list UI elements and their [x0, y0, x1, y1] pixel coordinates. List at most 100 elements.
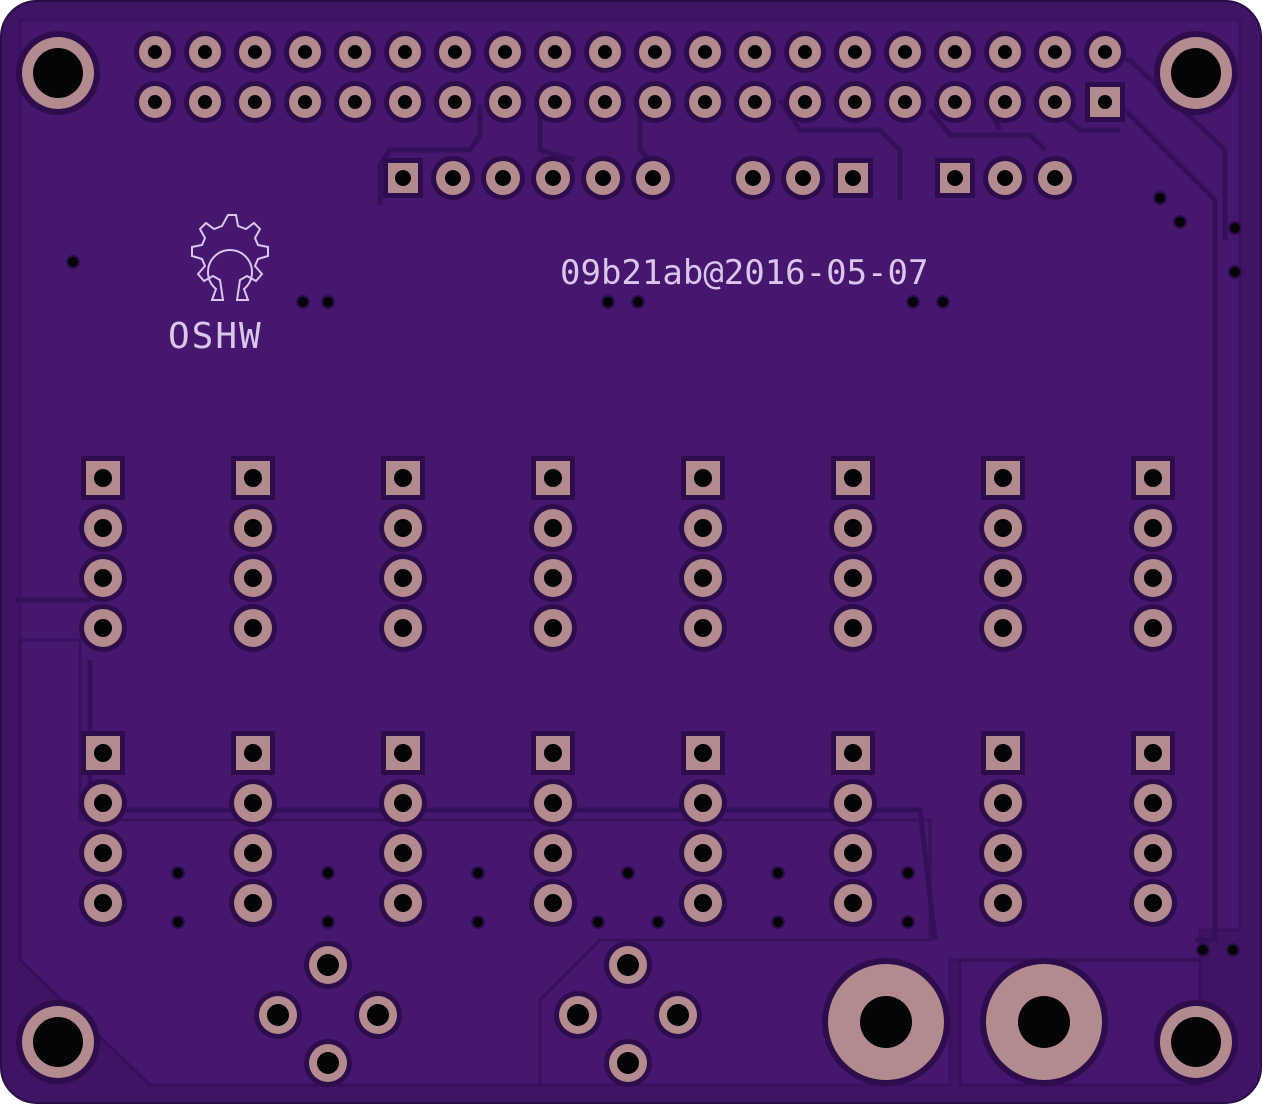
small-headers — [383, 156, 1077, 200]
via — [471, 866, 485, 880]
pad-drill — [544, 619, 562, 637]
round-pad — [1129, 504, 1177, 552]
round-pad — [1129, 829, 1177, 877]
via — [906, 295, 920, 309]
round-pad — [829, 829, 877, 877]
pad-drill — [544, 794, 562, 812]
pad-drill — [544, 844, 562, 862]
via — [66, 255, 80, 269]
round-pad — [784, 31, 826, 73]
round-pad — [304, 1039, 352, 1087]
round-pad — [679, 504, 727, 552]
pad-drill — [148, 95, 162, 109]
pad-drill — [544, 569, 562, 587]
round-pad — [734, 81, 776, 123]
round-pad — [679, 604, 727, 652]
via — [296, 295, 310, 309]
pad-drill — [394, 844, 412, 862]
pad-drill — [1144, 794, 1162, 812]
via-drill — [593, 917, 603, 927]
round-pad — [1129, 604, 1177, 652]
round-pad — [684, 31, 726, 73]
round-pad — [534, 31, 576, 73]
barrel-terminal — [822, 958, 950, 1086]
round-pad — [979, 604, 1027, 652]
pad-drill — [694, 569, 712, 587]
pad-drill — [394, 794, 412, 812]
round-pad — [1129, 779, 1177, 827]
pad-drill — [94, 894, 112, 912]
round-pad — [829, 779, 877, 827]
round-pad — [554, 991, 602, 1039]
pad-drill — [548, 95, 562, 109]
square-pad — [531, 456, 575, 500]
pad-drill — [244, 894, 262, 912]
pad-drill — [244, 794, 262, 812]
pad-drill — [395, 170, 411, 186]
round-pad — [734, 31, 776, 73]
pad-drill — [567, 1004, 589, 1026]
round-pad — [934, 81, 976, 123]
pad-drill — [495, 170, 511, 186]
round-pad — [1034, 31, 1076, 73]
pad-drill — [244, 569, 262, 587]
via-drill — [173, 917, 183, 927]
pad-drill — [844, 794, 862, 812]
pad-drill — [94, 569, 112, 587]
pad-drill — [994, 744, 1012, 762]
pad-drill — [394, 894, 412, 912]
square-pad — [681, 456, 725, 500]
pad-drill — [244, 844, 262, 862]
round-pad — [79, 779, 127, 827]
via-drill — [298, 297, 308, 307]
revision-label: 09b21ab@2016-05-07 — [560, 253, 928, 293]
round-pad — [234, 31, 276, 73]
pad-drill — [844, 894, 862, 912]
pad-drill — [398, 95, 412, 109]
round-pad — [484, 81, 526, 123]
hole-drill — [33, 1017, 83, 1067]
pad-drill — [244, 619, 262, 637]
round-pad — [434, 31, 476, 73]
terminal-drill — [1018, 996, 1070, 1048]
pad-drill — [617, 1052, 639, 1074]
round-pad — [134, 31, 176, 73]
round-pad — [334, 31, 376, 73]
pad-drill — [267, 1004, 289, 1026]
pad-drill — [698, 45, 712, 59]
pad-drill — [844, 469, 862, 487]
via-drill — [603, 297, 613, 307]
pad-drill — [848, 95, 862, 109]
oshw-logo-text: OSHW — [168, 316, 263, 357]
pad-drill — [595, 170, 611, 186]
pad-drill — [1048, 45, 1062, 59]
via-drill — [68, 257, 78, 267]
round-pad — [604, 941, 652, 989]
pad-drill — [248, 45, 262, 59]
round-pad — [229, 829, 277, 877]
round-pad — [631, 156, 675, 200]
square-pad — [1131, 456, 1175, 500]
via — [321, 915, 335, 929]
round-pad — [829, 604, 877, 652]
square-pad — [681, 731, 725, 775]
pad-drill — [648, 95, 662, 109]
pad-drill — [694, 794, 712, 812]
round-pad — [254, 991, 302, 1039]
round-pad — [531, 156, 575, 200]
square-pad — [381, 731, 425, 775]
via-drill — [473, 868, 483, 878]
round-pad — [229, 879, 277, 927]
round-pad — [684, 81, 726, 123]
round-pad — [184, 31, 226, 73]
barrel-terminal — [980, 958, 1108, 1086]
round-pad — [431, 156, 475, 200]
pad-drill — [1098, 95, 1112, 109]
mounting-hole — [16, 1000, 100, 1084]
square-pad — [981, 731, 1025, 775]
round-pad — [379, 504, 427, 552]
round-pad — [379, 879, 427, 927]
pad-drill — [1098, 45, 1112, 59]
pad-drill — [795, 170, 811, 186]
pad-drill — [545, 170, 561, 186]
